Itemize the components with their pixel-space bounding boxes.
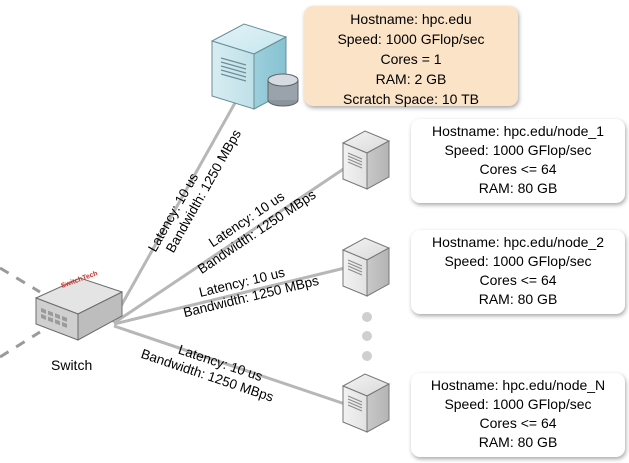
uplink-dashes bbox=[0, 266, 41, 359]
head-node-ram: RAM: 2 GB bbox=[375, 71, 447, 87]
compute-node-icon bbox=[341, 130, 391, 190]
compute-node-icon bbox=[341, 373, 391, 433]
link-to-node-2 bbox=[113, 266, 346, 326]
node-speed: Speed: 1000 GFlop/sec bbox=[444, 396, 592, 412]
node-ram: RAM: 80 GB bbox=[478, 291, 558, 307]
network-links bbox=[110, 93, 346, 406]
node-ram: RAM: 80 GB bbox=[478, 434, 558, 450]
node-n-info-box: Hostname: hpc.edu/node_N Speed: 1000 GFl… bbox=[411, 373, 625, 457]
node-hostname: Hostname: hpc.edu/node_N bbox=[430, 377, 606, 393]
head-node-cores: Cores = 1 bbox=[380, 51, 442, 67]
node-speed: Speed: 1000 GFlop/sec bbox=[444, 142, 592, 158]
link-to-node-1 bbox=[113, 166, 346, 325]
node-cores: Cores <= 64 bbox=[479, 161, 557, 177]
node-hostname: Hostname: hpc.edu/node_1 bbox=[431, 123, 604, 139]
head-node-info-box: Hostname: hpc.edu Speed: 1000 GFlop/sec … bbox=[304, 6, 518, 107]
node-ram: RAM: 80 GB bbox=[478, 180, 558, 196]
link-to-head-node bbox=[110, 93, 242, 323]
head-node-scratch: Scratch Space: 10 TB bbox=[343, 91, 479, 107]
head-node-speed: Speed: 1000 GFlop/sec bbox=[337, 31, 485, 47]
network-switch-icon: SwitchTech bbox=[34, 270, 124, 341]
link-to-node-n bbox=[113, 324, 346, 406]
node-cores: Cores <= 64 bbox=[479, 272, 557, 288]
switch-label: Switch bbox=[51, 357, 93, 373]
node-1-info-box: Hostname: hpc.edu/node_1 Speed: 1000 GFl… bbox=[411, 119, 625, 203]
compute-node-icon bbox=[341, 237, 391, 297]
node-2-info-box: Hostname: hpc.edu/node_2 Speed: 1000 GFl… bbox=[411, 230, 625, 314]
node-hostname: Hostname: hpc.edu/node_2 bbox=[431, 234, 604, 250]
node-speed: Speed: 1000 GFlop/sec bbox=[444, 253, 592, 269]
server-with-disk-icon bbox=[210, 23, 299, 110]
more-nodes-ellipsis bbox=[362, 312, 372, 361]
node-cores: Cores <= 64 bbox=[479, 415, 557, 431]
head-node-hostname: Hostname: hpc.edu bbox=[350, 11, 472, 27]
